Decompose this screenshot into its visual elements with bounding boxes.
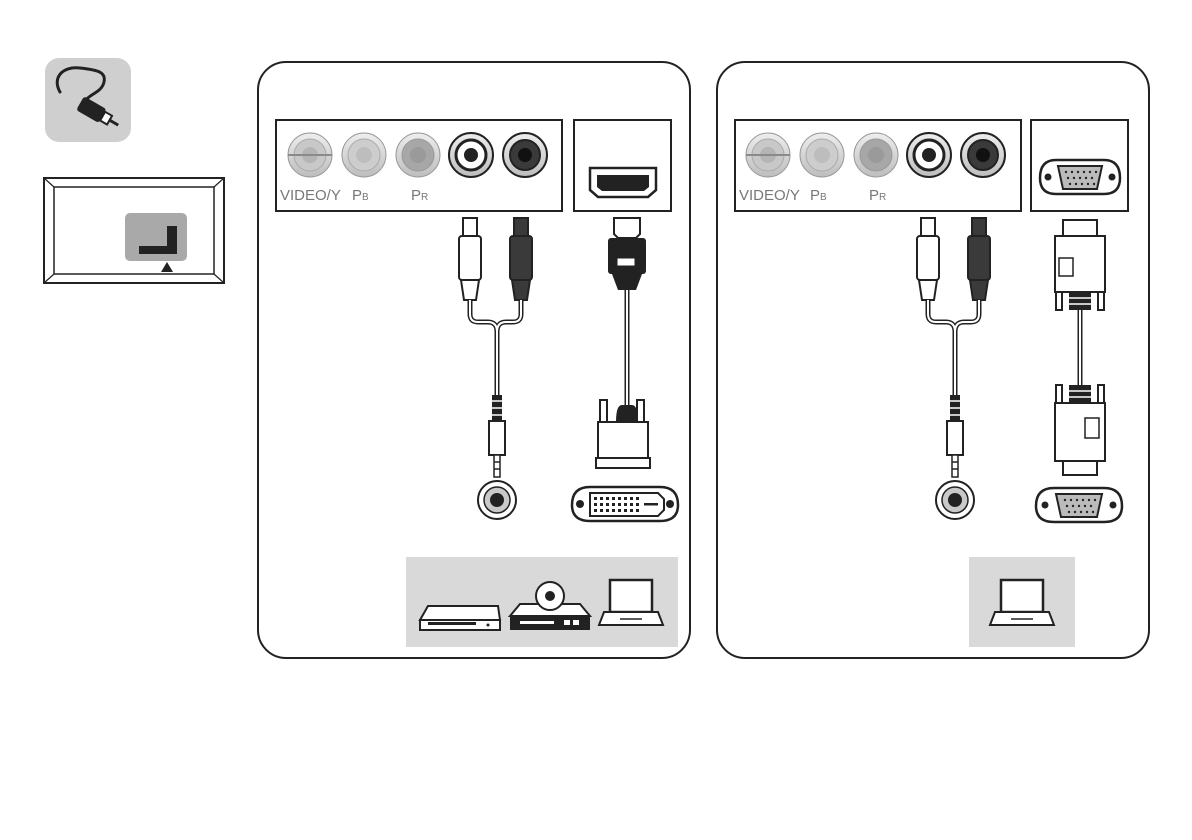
panel-hdmi-dvi: VIDEO/Y PB PR [258,62,690,658]
set-top-box-icon [420,606,500,630]
vga-port-icon [1040,160,1120,194]
jack-pr-2 [854,133,898,177]
rca-plug-dark-icon [510,218,532,300]
vga-plug-top-icon [1055,220,1105,310]
panel-vga: VIDEO/Y PB PR [717,62,1149,658]
jack-pb-2 [800,133,844,177]
jack-audio-white-2 [907,133,951,177]
jack-audio-dark-2 [961,133,1005,177]
vga-port-icon-2 [1036,488,1122,522]
label-video-y: VIDEO/Y [280,187,341,204]
jack-pr [396,133,440,177]
jack-pb [342,133,386,177]
hdmi-port-box [574,120,671,211]
rca-plug-white-icon [459,218,481,300]
jack-audio-white [449,133,493,177]
vga-port-box [1031,120,1128,211]
tv-rear-panel-icon [44,178,224,283]
label-video-y-2: VIDEO/Y [739,187,800,204]
jack-video-y-2 [746,133,790,177]
source-devices-strip-2 [969,557,1075,647]
rca-plug-white-icon-2 [917,218,939,300]
jack-audio-dark [503,133,547,177]
audio-jack-icon [478,481,516,519]
connection-badge [45,58,131,142]
vga-plug-bottom-icon [1055,385,1105,475]
dvi-plug-icon [596,400,650,468]
source-devices-strip [406,557,678,647]
dvi-port-icon [572,487,678,521]
jack-video-y [288,133,332,177]
component-jack-strip-2: VIDEO/Y PB PR [735,120,1021,211]
component-jack-strip: VIDEO/Y PB PR [276,120,562,211]
rca-plug-dark-icon-2 [968,218,990,300]
hdmi-port-icon [590,168,656,197]
audio-jack-icon-2 [936,481,974,519]
